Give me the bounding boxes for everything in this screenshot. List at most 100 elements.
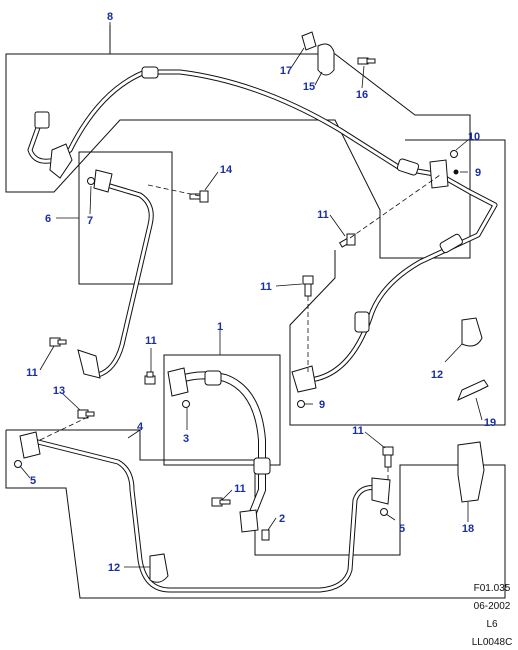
leader-11-center <box>329 214 346 237</box>
leader-13 <box>61 392 81 411</box>
bolt-11-vertical-head <box>302 275 314 285</box>
pipe-6-lower-fitting <box>77 349 101 379</box>
pipe-8-lower-fitting <box>291 365 317 393</box>
leader-15 <box>314 71 323 86</box>
pipe-4 <box>27 437 381 593</box>
hose-1 <box>174 371 266 524</box>
callout-18: 18 <box>462 523 474 535</box>
callout-2: 2 <box>279 513 285 525</box>
leader-10 <box>455 139 469 151</box>
leader-11-left <box>39 345 55 371</box>
bolt-11-right-head <box>382 446 394 456</box>
pipe-8 <box>27 69 498 383</box>
callout-10: 10 <box>468 131 480 143</box>
bolt-11-vertical <box>302 275 314 297</box>
leader-5-left <box>19 465 31 479</box>
group-frame-upper-right <box>289 139 506 426</box>
clip-17 <box>301 31 317 51</box>
leader-16 <box>361 65 365 89</box>
pipe-8-sleeve-lower <box>439 233 463 254</box>
pipe-4-right-fitting <box>371 477 391 505</box>
leader-2 <box>267 517 277 531</box>
bolt-11-center <box>338 233 356 248</box>
figure-engine: L6 <box>486 619 498 630</box>
o-ring-3 <box>182 400 190 408</box>
hose-1-upper-fitting <box>167 367 189 397</box>
group-frame-1 <box>163 354 281 466</box>
leader-14 <box>204 171 219 191</box>
pipe-6 <box>82 180 154 378</box>
screw-2 <box>261 529 270 541</box>
callout-3: 3 <box>183 433 189 445</box>
hose-1-ferrule-top <box>204 370 222 386</box>
callout-5-right: 5 <box>399 523 405 535</box>
pipe-4-left-fitting <box>19 431 41 459</box>
callout-11-right: 11 <box>352 425 364 437</box>
callout-12-right: 12 <box>431 369 443 381</box>
callout-9-lower: 9 <box>319 399 325 411</box>
leader-17 <box>290 47 305 69</box>
leader-11-vertical <box>275 283 303 287</box>
bolt-11-vertical-shank <box>304 283 312 297</box>
bolt-11-left-shank <box>57 339 67 345</box>
figure-code: LL0048C <box>472 637 513 648</box>
clip-18 <box>457 441 485 503</box>
bolt-11-hose-shank <box>219 499 231 505</box>
leader-7 <box>89 185 92 215</box>
callout-17: 17 <box>280 65 292 77</box>
callout-12-bottom: 12 <box>108 562 120 574</box>
leader-4 <box>127 429 141 439</box>
callout-11-left: 11 <box>26 367 38 379</box>
callout-8: 8 <box>107 11 113 23</box>
screw-2-head <box>261 529 270 541</box>
o-ring-5-left <box>14 460 22 468</box>
clamp-12-right <box>461 317 483 347</box>
clamp-15 <box>317 43 335 76</box>
screw-16 <box>357 57 376 65</box>
leader-5-right <box>385 513 396 521</box>
bolt-11-hose <box>211 497 231 507</box>
figure-date: 06-2002 <box>474 601 511 612</box>
callout-15: 15 <box>303 81 315 93</box>
strap-19 <box>457 379 489 401</box>
bolt-14-head <box>199 190 209 203</box>
pipe-8-block-fitting <box>429 159 449 189</box>
bolt-11-right <box>382 446 394 468</box>
callout-11-vertical: 11 <box>260 281 272 293</box>
callout-11-mid: 11 <box>145 335 157 347</box>
figure-reference: F01.035 <box>474 583 511 594</box>
o-ring-10 <box>450 150 458 158</box>
bolt-11-mid-shank <box>146 371 154 378</box>
assembly-line-11-center <box>349 174 441 239</box>
assembly-line-13 <box>39 415 91 441</box>
group-frame-8 <box>5 25 471 259</box>
o-ring-5-right <box>380 508 388 516</box>
callout-14: 14 <box>220 164 233 176</box>
hose-1-lower-fitting <box>239 509 259 533</box>
pipe-8-sleeve-right <box>396 158 420 176</box>
pipe-8-bracket <box>49 143 73 179</box>
leader-11-hose <box>221 489 233 501</box>
leader-11-right <box>364 431 386 449</box>
callout-11-hose: 11 <box>234 483 246 495</box>
hose-1-ferrule-bottom <box>253 457 271 475</box>
pipe-8-sleeve-bend <box>354 311 370 333</box>
bolt-11-right-shank <box>384 454 392 468</box>
bolt-11-mid <box>144 371 156 385</box>
assembly-line-14 <box>147 184 201 197</box>
clamp-12-bottom <box>149 553 169 583</box>
callout-1: 1 <box>217 321 223 333</box>
callout-7: 7 <box>87 215 93 227</box>
callout-4: 4 <box>137 421 144 433</box>
callout-5-left: 5 <box>30 475 36 487</box>
callout-19: 19 <box>484 417 496 429</box>
pipe-8-sleeve <box>141 66 159 79</box>
leader-12-right <box>444 343 463 363</box>
pipe-6-upper-fitting <box>93 169 113 193</box>
bolt-14 <box>189 190 209 203</box>
group-frame-4 <box>5 429 506 599</box>
callout-16: 16 <box>356 89 368 101</box>
pipe-8-end-fitting <box>34 111 50 129</box>
callout-11-center: 11 <box>317 209 329 221</box>
